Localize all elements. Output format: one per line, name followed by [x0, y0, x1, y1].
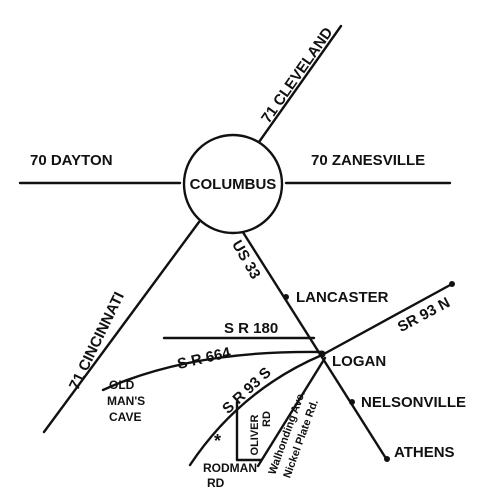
cleveland-label: 71 CLEVELAND — [258, 24, 337, 126]
zanesville-label: 70 ZANESVILLE — [311, 152, 425, 169]
old-mans-cave-line3: CAVE — [109, 410, 141, 424]
road-i71-north — [257, 24, 343, 144]
lancaster-dot — [283, 294, 289, 300]
nelsonville-label: NELSONVILLE — [361, 394, 466, 411]
us33-label: US 33 — [228, 237, 264, 282]
columbus-hub-circle — [182, 133, 284, 235]
athens-dot — [384, 456, 390, 462]
sr93n-end-dot — [449, 281, 455, 287]
sr93s-label: S R 93 S — [219, 364, 274, 417]
sr664-label: S R 664 — [176, 344, 233, 373]
old-mans-cave-line1: OLD — [109, 378, 135, 392]
dayton-label: 70 DAYTON — [30, 152, 113, 169]
columbus-label: COLUMBUS — [190, 176, 277, 193]
sr180-label: S R 180 — [224, 320, 278, 337]
road-sr93-south — [188, 353, 324, 467]
road-sr664 — [101, 350, 324, 392]
road-sr93-north — [320, 282, 454, 357]
rodman-line1: RODMAN — [203, 461, 257, 475]
oliver-line2: RD — [261, 411, 273, 427]
logan-label: LOGAN — [332, 353, 386, 370]
road-i71-southwest — [42, 220, 201, 434]
athens-label: ATHENS — [394, 444, 455, 461]
nelsonville-dot — [349, 399, 355, 405]
road-us33 — [237, 224, 389, 462]
old-mans-cave-line2: MAN'S — [107, 394, 145, 408]
lancaster-label: LANCASTER — [296, 289, 389, 306]
rodman-line2: RD — [207, 476, 225, 490]
asterisk-marker: * — [214, 431, 221, 451]
oliver-line1: OLIVER — [249, 414, 261, 455]
logan-dot — [318, 350, 326, 358]
road-walhonding — [256, 356, 327, 468]
